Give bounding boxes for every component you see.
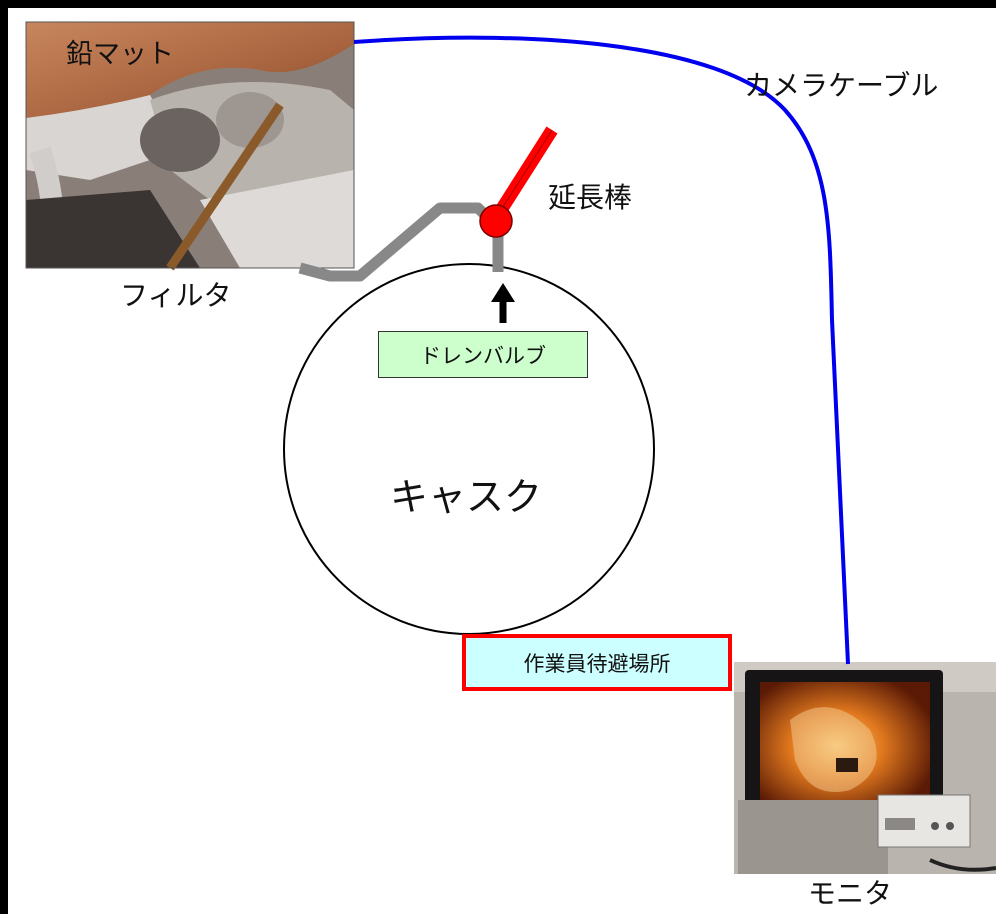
extension-rod-label: 延長棒 bbox=[548, 181, 633, 214]
drain-valve-arrowhead bbox=[491, 283, 515, 302]
cask-label: キャスク bbox=[390, 475, 543, 519]
monitor-label: モニタ bbox=[808, 877, 893, 910]
extension-rod-tip bbox=[479, 204, 513, 238]
lead-mat-label: 鉛マット bbox=[66, 39, 174, 70]
monitor-photo bbox=[734, 662, 996, 874]
drain-valve-label: ドレンバルブ bbox=[378, 331, 588, 378]
filter-label: フィルタ bbox=[120, 279, 232, 312]
camera-cable-label: カメラケーブル bbox=[744, 69, 939, 102]
extension-rod-outline bbox=[495, 129, 553, 219]
cask bbox=[283, 263, 655, 635]
worker-waiting-area-label: 作業員待避場所 bbox=[462, 634, 732, 691]
filter-photo bbox=[25, 21, 355, 271]
camera-cable bbox=[353, 35, 850, 665]
